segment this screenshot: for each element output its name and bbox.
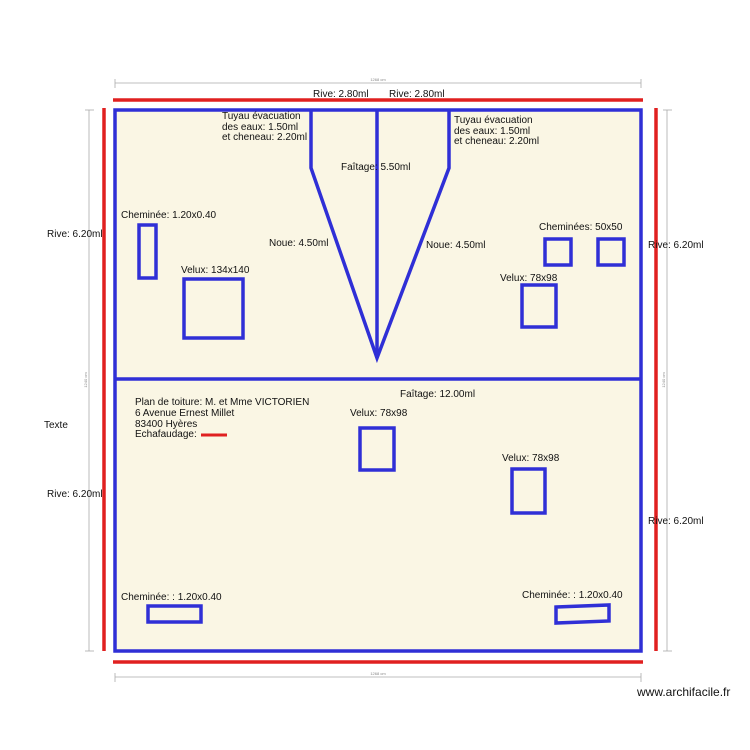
cheminee-bottom-right xyxy=(554,603,611,625)
label-velux-134: Velux: 134x140 xyxy=(181,265,250,276)
dimension-right-text: 1240 cm xyxy=(661,372,666,388)
watermark[interactable]: www.archifacile.fr xyxy=(636,685,730,699)
label-tuyau-right: Tuyau évacuation des eaux: 1.50ml et che… xyxy=(454,115,539,147)
rive-lines xyxy=(102,98,658,664)
label-rive-right-lower: Rive: 6.20ml xyxy=(648,516,704,527)
label-texte: Texte xyxy=(44,420,68,431)
tuyau-left-line-1: Tuyau évacuation xyxy=(222,111,301,122)
info-line-1: Plan de toiture: M. et Mme VICTORIEN xyxy=(135,397,309,408)
label-rive-top-right: Rive: 2.80ml xyxy=(389,89,445,100)
cheminee-50x50-left xyxy=(543,237,573,267)
tuyau-right-line-3: et cheneau: 2.20ml xyxy=(454,136,539,147)
velux-bottom-right xyxy=(510,467,547,515)
label-noue-right: Noue: 4.50ml xyxy=(426,240,485,251)
dimension-bottom-text: 1268 cm xyxy=(370,671,386,676)
dimension-top-text: 1268 cm xyxy=(370,77,386,82)
tuyau-left-line-2: des eaux: 1.50ml xyxy=(222,122,298,133)
label-cheminee-bottom-right: Cheminée: : 1.20x0.40 xyxy=(522,590,623,601)
velux-134x140 xyxy=(182,277,245,340)
velux-top-right xyxy=(520,283,558,329)
tuyau-right-line-1: Tuyau évacuation xyxy=(454,115,533,126)
label-rive-top-left: Rive: 2.80ml xyxy=(313,89,369,100)
info-line-3: 83400 Hyères xyxy=(135,419,197,430)
label-faitage-middle: Faîtage: 12.00ml xyxy=(400,389,475,400)
label-velux-top-right: Velux: 78x98 xyxy=(500,273,558,284)
tuyau-left-line-3: et cheneau: 2.20ml xyxy=(222,132,307,143)
label-noue-left: Noue: 4.50ml xyxy=(269,238,328,249)
label-faitage-top: Faîtage: 5.50ml xyxy=(341,162,410,173)
label-cheminees-top-right: Cheminées: 50x50 xyxy=(539,222,623,233)
cheminee-50x50-right xyxy=(596,237,626,267)
velux-mid xyxy=(358,426,396,472)
info-line-4: Echafaudage: xyxy=(135,429,197,440)
cheminee-top-left xyxy=(137,223,158,280)
info-block: Plan de toiture: M. et Mme VICTORIEN 6 A… xyxy=(135,397,309,440)
dimension-lines xyxy=(85,79,672,682)
info-line-2: 6 Avenue Ernest Millet xyxy=(135,408,235,419)
tuyau-right-line-2: des eaux: 1.50ml xyxy=(454,126,530,137)
label-rive-left-upper: Rive: 6.20ml xyxy=(47,229,103,240)
label-tuyau-left: Tuyau évacuation des eaux: 1.50ml et che… xyxy=(222,111,307,143)
label-rive-left-lower: Rive: 6.20ml xyxy=(47,489,103,500)
label-cheminee-top-left: Cheminée: 1.20x0.40 xyxy=(121,210,217,221)
roof-structure xyxy=(113,108,643,653)
dimension-left-text: 1240 cm xyxy=(83,372,88,388)
label-velux-mid: Velux: 78x98 xyxy=(350,408,408,419)
label-velux-bottom-right: Velux: 78x98 xyxy=(502,453,560,464)
label-rive-right-upper: Rive: 6.20ml xyxy=(648,240,704,251)
cheminee-bottom-left xyxy=(146,604,203,624)
label-cheminee-bottom-left: Cheminée: : 1.20x0.40 xyxy=(121,592,222,603)
